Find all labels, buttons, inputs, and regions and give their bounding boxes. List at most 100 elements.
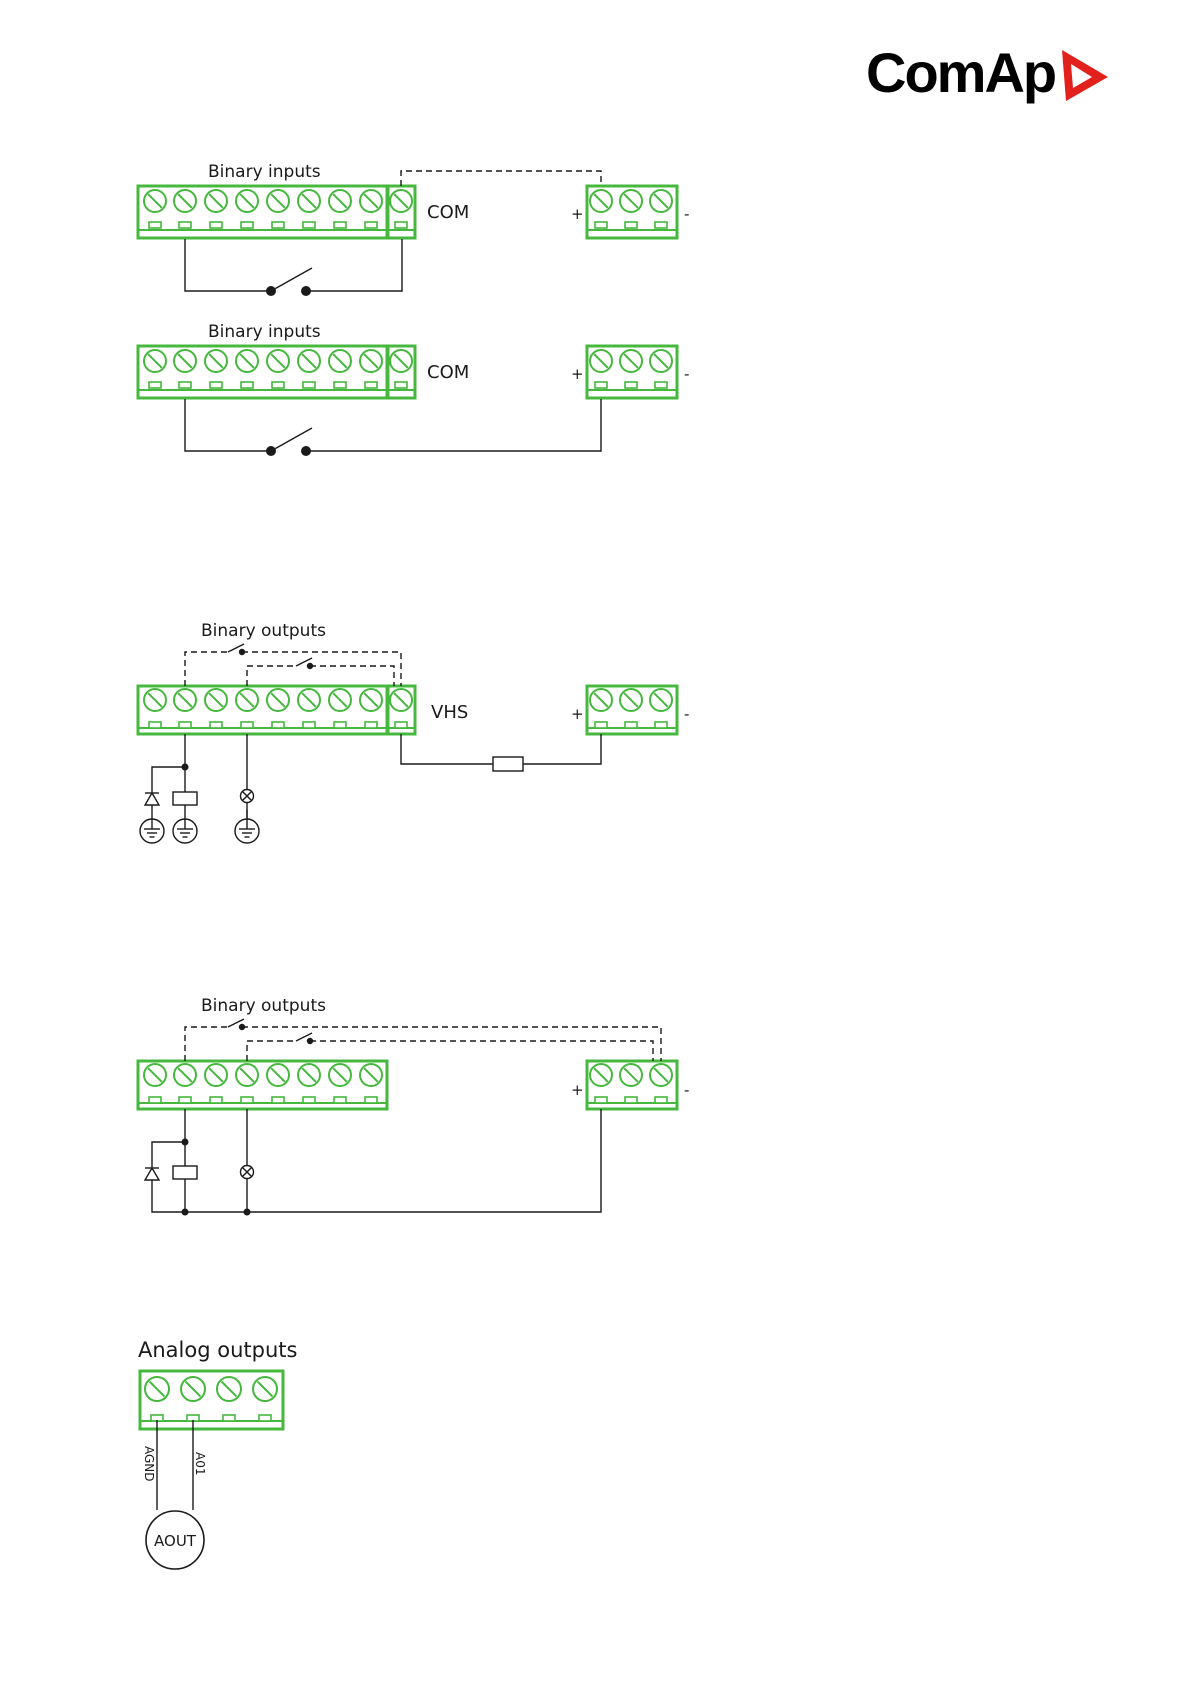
binary-output-terminal-block [138, 686, 387, 734]
diagram-binary-inputs-2: Binary inputs COM + - [138, 322, 689, 456]
relay-coil-icon [173, 792, 197, 805]
screw-icon [267, 1064, 289, 1086]
wire-slot [272, 722, 284, 728]
wire-slot [241, 382, 253, 388]
screw-icon [236, 689, 258, 711]
screw-icon [174, 689, 196, 711]
screw-icon [217, 1377, 241, 1401]
screw-icon [267, 689, 289, 711]
com-label: COM [427, 362, 469, 383]
screw-icon [205, 190, 227, 212]
minus-label: - [684, 205, 689, 223]
wire-slot [179, 222, 191, 228]
wire-slot [595, 722, 607, 728]
wire-slot [625, 1097, 637, 1103]
screw-icon [267, 190, 289, 212]
screw-icon [360, 1064, 382, 1086]
wire-slot [149, 722, 161, 728]
screw-icon [267, 350, 289, 372]
screw-icon [236, 190, 258, 212]
screw-icon [144, 1064, 166, 1086]
com-label: COM [427, 202, 469, 223]
screw-icon [620, 350, 642, 372]
wire-slot [149, 1097, 161, 1103]
wire-slot [210, 1097, 222, 1103]
screw-icon [590, 1064, 612, 1086]
wire-slot [241, 722, 253, 728]
supply-terminal-block [587, 186, 677, 238]
screw-icon [298, 1064, 320, 1086]
wiring [152, 1109, 601, 1212]
screw-icon [360, 689, 382, 711]
vhs-terminal [388, 686, 415, 734]
wire-slot [272, 1097, 284, 1103]
wire-slot [334, 382, 346, 388]
switch-icon [266, 428, 312, 456]
screw-icon [298, 689, 320, 711]
diode-icon [145, 793, 159, 805]
ground-icon [235, 810, 259, 843]
screw-icon [590, 689, 612, 711]
wire-slot [334, 1097, 346, 1103]
supply-terminal-block [587, 346, 677, 398]
diagram-title: Binary outputs [201, 996, 326, 1016]
minus-label: - [684, 1081, 689, 1099]
binary-output-terminal-block [138, 1061, 387, 1109]
diode-icon [145, 1168, 159, 1180]
screw-icon [298, 350, 320, 372]
screw-icon [620, 190, 642, 212]
screw-icon [181, 1377, 205, 1401]
screw-icon [650, 689, 672, 711]
lamp-icon [241, 790, 254, 803]
diagram-binary-outputs-supply: Binary outputs + - [138, 996, 689, 1216]
wire-slot [595, 222, 607, 228]
screw-icon [650, 350, 672, 372]
minus-label: - [684, 365, 689, 383]
diagram-analog-outputs: Analog outputs AGND A01 AOUT [138, 1338, 297, 1569]
screw-icon [390, 350, 412, 372]
ground-icon [173, 810, 197, 843]
diagram-title: Analog outputs [138, 1338, 297, 1362]
wiring [157, 1420, 193, 1510]
aout-label: AOUT [154, 1532, 197, 1550]
screw-icon [298, 190, 320, 212]
screw-icon [590, 190, 612, 212]
binary-input-terminal-block [138, 346, 387, 398]
screw-icon [174, 350, 196, 372]
screw-icon [236, 1064, 258, 1086]
binary-input-terminal-block [138, 186, 387, 238]
wire-slot [303, 1097, 315, 1103]
screw-icon [360, 350, 382, 372]
screw-icon [620, 689, 642, 711]
supply-terminal-block [587, 686, 677, 734]
wire-slot [395, 382, 407, 388]
screw-icon [650, 1064, 672, 1086]
wire-slot [210, 222, 222, 228]
wire-slot [223, 1415, 235, 1421]
wire-slot [149, 222, 161, 228]
screw-icon [144, 689, 166, 711]
internal-switch-dashed [185, 1027, 661, 1061]
plus-label: + [571, 1081, 584, 1099]
ground-icon [140, 810, 164, 843]
wire-slot [655, 1097, 667, 1103]
wire-slot [365, 382, 377, 388]
wiring [152, 734, 601, 810]
diagram-title: Binary inputs [208, 322, 321, 342]
supply-terminal-block [587, 1061, 677, 1109]
comap-logo: ComAp [866, 41, 1108, 104]
screw-icon [205, 350, 227, 372]
relay-coil-icon [173, 1166, 197, 1179]
internal-switch-icon [228, 644, 313, 669]
internal-switch-dashed [185, 652, 401, 686]
screw-icon [144, 350, 166, 372]
junction-dot [182, 1209, 189, 1216]
wire-slot [259, 1415, 271, 1421]
screw-icon [390, 190, 412, 212]
lamp-icon [241, 1166, 254, 1179]
fuse-icon [493, 757, 523, 771]
com-terminal [388, 346, 415, 398]
analog-output-terminal-block [140, 1371, 283, 1429]
diagram-binary-outputs-vhs: Binary outputs VHS + - [138, 621, 689, 843]
